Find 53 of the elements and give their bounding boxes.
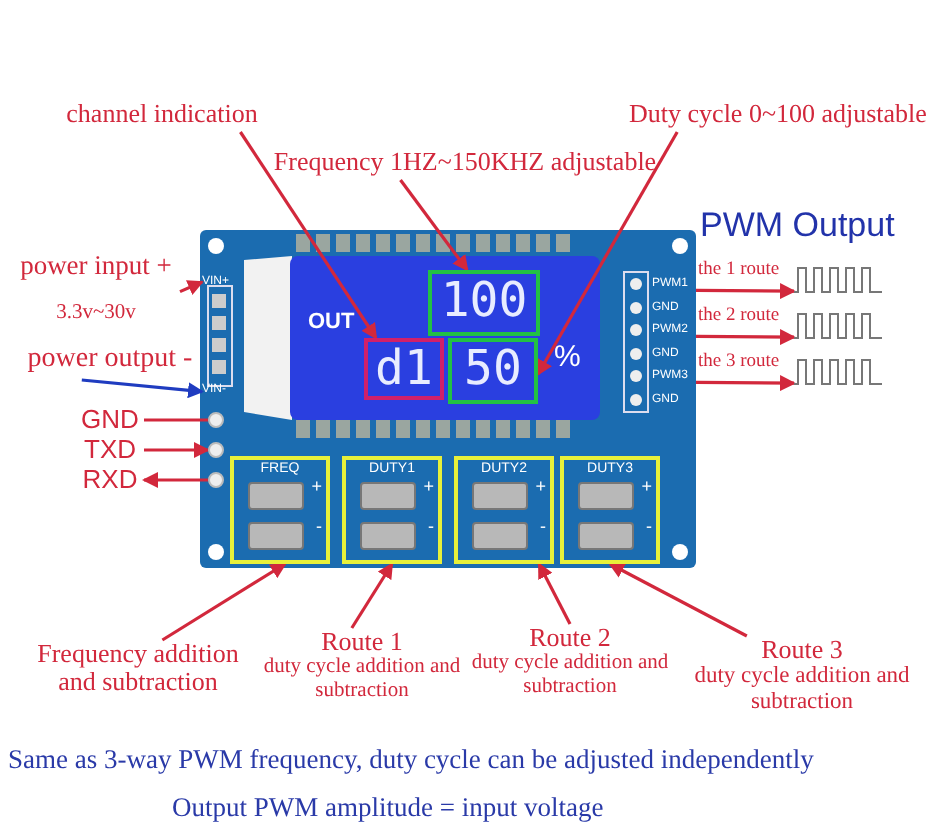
digit-readout: d1 [364,338,444,400]
polarity-sign: - [316,518,322,536]
arrow [399,179,469,272]
callout-text: 3.3v~30v [54,301,138,325]
button-pad [454,456,554,564]
button-pad [342,456,442,564]
arrow [81,378,204,399]
callout-text: Route 2 [527,624,613,653]
arrow [144,442,210,458]
polarity-sign: - [540,518,546,536]
arrow [161,562,287,642]
polarity-sign: - [428,518,434,536]
polarity-sign: + [641,478,652,496]
callout-text: Frequency addition and subtraction [16,640,260,704]
signal-label: TXD [76,436,144,464]
note-text: Output PWM amplitude = input voltage [172,792,604,824]
callout-text: Frequency 1HZ~150KHZ adjustable [250,148,680,180]
arrow [696,283,796,300]
arrow [142,472,208,488]
arrow [179,280,204,295]
digit-readout: 50 [448,338,538,404]
signal-label: RXD [76,466,144,494]
arrow [536,131,679,377]
button-pad [560,456,660,564]
arrow [239,131,378,340]
button-pad [230,456,330,564]
arrow [537,562,572,625]
callout-text: Route 3 [759,636,845,665]
square-wave-icon [794,312,882,340]
square-wave-icon [794,266,882,294]
callout-text: channel indication [50,100,274,132]
callout-text: Route 1 [319,628,405,657]
callout-text: duty cycle addition and subtraction [469,652,671,699]
polarity-sign: + [423,478,434,496]
screen-text: % [554,340,581,374]
arrow [696,375,796,392]
polarity-sign: - [646,518,652,536]
callout-text: duty cycle addition and subtraction [692,664,912,716]
callout-text: power output - [16,344,204,380]
digit-readout: 100 [428,270,540,336]
square-wave-icon [794,358,882,386]
signal-label: GND [76,406,144,434]
callout-text: duty cycle addition and subtraction [261,656,463,703]
arrow [608,562,748,638]
note-text: Same as 3-way PWM frequency, duty cycle can be adjusted independently [8,744,814,776]
callout-text: Duty cycle 0~100 adjustable [610,100,946,132]
arrow [696,329,796,346]
screen-text: OUT [308,310,355,334]
heading: PWM Output [700,206,895,246]
polarity-sign: + [535,478,546,496]
arrow [350,562,394,629]
callout-text: power input + [18,252,174,282]
polarity-sign: + [311,478,322,496]
